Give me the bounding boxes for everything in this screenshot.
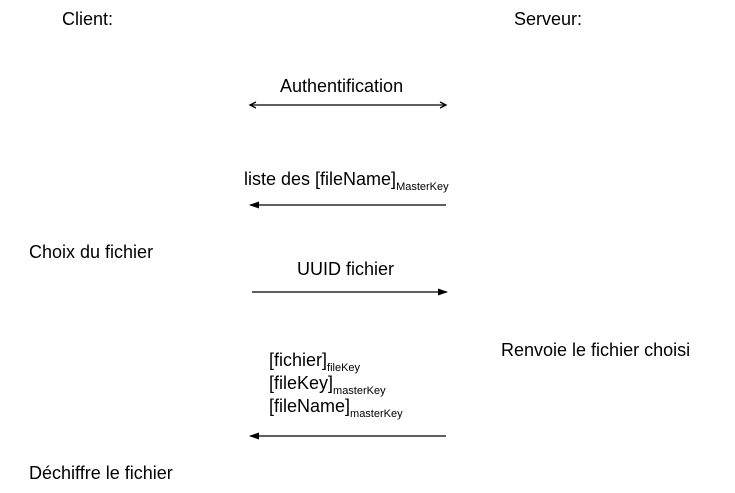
choose-file-action: Choix du fichier	[29, 242, 154, 262]
payload-line-filename-main: [fileName]	[269, 396, 351, 416]
file-list-label-main: liste des [fileName]	[244, 169, 397, 189]
payload-line-filekey-sub: masterKey	[333, 385, 386, 397]
uuid-arrowhead	[438, 288, 448, 296]
return-file-action: Renvoie le fichier choisi	[501, 340, 691, 360]
decrypt-file-action: Déchiffre le fichier	[29, 463, 173, 483]
payload-line-file: [fichier]fileKey	[269, 350, 360, 374]
server-header: Serveur:	[514, 9, 583, 29]
payload-line-filekey: [fileKey]masterKey	[269, 373, 386, 397]
authentication-label: Authentification	[280, 76, 404, 96]
payload-line-file-main: [fichier]	[269, 350, 328, 370]
payload-line-filename: [fileName]masterKey	[269, 396, 403, 420]
uuid-label: UUID fichier	[297, 259, 395, 279]
authentication-arrow	[248, 101, 448, 109]
file-list-label-sub: MasterKey	[396, 181, 449, 193]
file-list-label: liste des [fileName]MasterKey	[244, 169, 449, 193]
client-header: Client:	[62, 9, 114, 29]
payload-arrowhead	[249, 432, 259, 440]
payload-line-file-sub: fileKey	[327, 362, 361, 374]
file-list-arrowhead	[249, 201, 259, 209]
payload-line-filename-sub: masterKey	[350, 408, 403, 420]
payload-line-filekey-main: [fileKey]	[269, 373, 334, 393]
